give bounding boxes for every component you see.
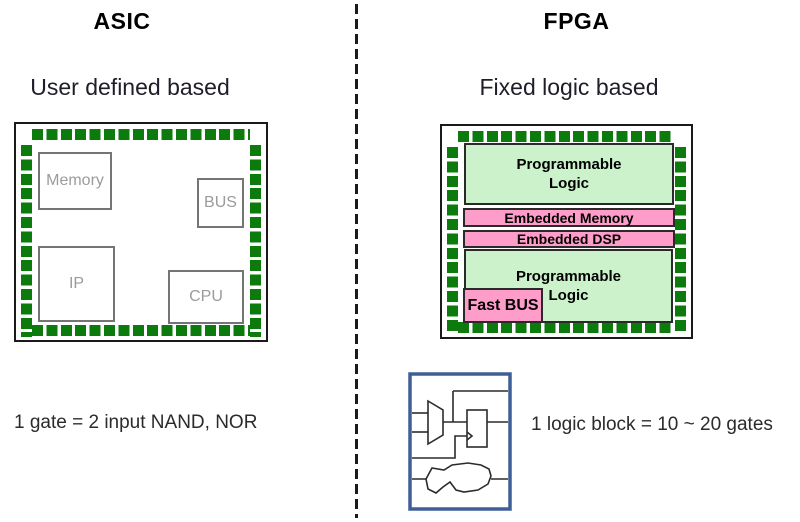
pad-ring-bottom: [32, 325, 250, 336]
clock-wire: [412, 435, 467, 459]
asic-title: ASIC: [93, 8, 151, 34]
bus-block-label: BUS: [204, 194, 237, 211]
embedded-memory-label: Embedded Memory: [504, 209, 634, 226]
fpga-subtitle: Fixed logic based: [479, 74, 659, 100]
fpga-title: FPGA: [543, 8, 610, 34]
programmable-logic-top-block: Programmable Logic: [464, 143, 674, 205]
memory-block-label: Memory: [46, 172, 104, 189]
asic-chip: Memory BUS IP CPU: [14, 122, 268, 342]
embedded-memory-block: Embedded Memory: [463, 208, 675, 227]
pad-ring-left: [21, 145, 32, 337]
fpga-caption: 1 logic block = 10 ~ 20 gates: [531, 414, 773, 435]
embedded-dsp-label: Embedded DSP: [516, 231, 622, 247]
top-routing-wire: [452, 390, 508, 422]
ip-block-label: IP: [68, 275, 85, 292]
pad-ring-right: [250, 145, 261, 337]
logic-cloud: [425, 462, 492, 494]
memory-block: Memory: [38, 152, 112, 210]
pad-ring-bottom: [458, 322, 672, 333]
pad-ring-top: [32, 129, 250, 140]
asic-caption: 1 gate = 2 input NAND, NOR: [14, 412, 258, 433]
programmable-logic-label-line1: Programmable: [515, 268, 622, 285]
dashed-divider: [355, 4, 358, 518]
mux-icon: [427, 399, 444, 446]
programmable-logic-label-line2: Logic: [549, 175, 589, 192]
pad-ring-top: [458, 131, 672, 142]
fast-bus-label: Fast BUS: [467, 296, 539, 314]
programmable-logic-label-line2: Logic: [548, 287, 589, 304]
fast-bus-block: Fast BUS: [463, 288, 543, 323]
clock-triangle-icon: [466, 431, 474, 441]
pad-ring-left: [447, 147, 458, 333]
logic-block-diagram: [408, 372, 512, 511]
fpga-chip: Programmable Logic Embedded Memory Embed…: [440, 124, 693, 339]
cpu-block: CPU: [168, 270, 244, 324]
bus-block: BUS: [197, 178, 244, 228]
pad-ring-right: [675, 147, 686, 333]
flip-flop: [466, 409, 488, 448]
ip-block: IP: [38, 246, 115, 322]
cpu-block-label: CPU: [189, 288, 223, 305]
asic-subtitle: User defined based: [30, 74, 230, 100]
embedded-dsp-block: Embedded DSP: [463, 230, 675, 248]
programmable-logic-label-line1: Programmable: [516, 156, 622, 173]
